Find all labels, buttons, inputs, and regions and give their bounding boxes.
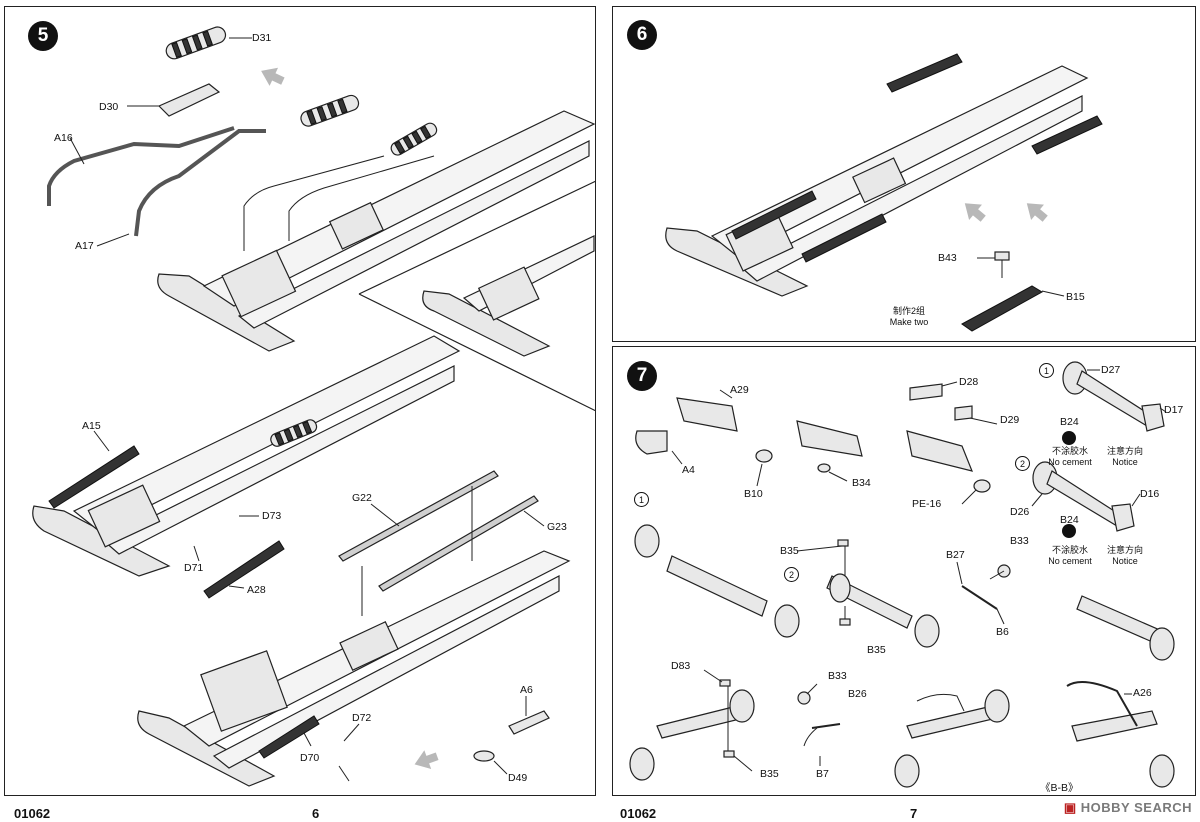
direction-arrow-icon (964, 203, 1048, 222)
note-cn: 不涂胶水 (1051, 446, 1088, 456)
note-en: Make two (889, 317, 929, 327)
instruction-page-left: 5 D31 D30 A16 A17 A15 D73 D71 A28 G22 G2… (4, 6, 596, 821)
part-label: B35 (760, 768, 779, 780)
part-label: D72 (352, 712, 372, 724)
circle-number-icon: 1 (1039, 363, 1054, 378)
make-two-note: 制作2组 Make two (874, 306, 944, 328)
note-cn: 制作2组 (892, 306, 925, 316)
part-label: B35 (780, 545, 799, 557)
part-label: A28 (247, 584, 266, 596)
part-label: B10 (744, 488, 763, 500)
note-cn: 注意方向 (1106, 446, 1143, 456)
part-label: B43 (938, 252, 957, 264)
notice-note: 注意方向 Notice (1100, 545, 1150, 567)
part-label: B33 (828, 670, 847, 682)
chassis-assembly-step6 (665, 53, 1103, 297)
no-cement-note: 不涂胶水 No cement (1040, 446, 1100, 468)
chassis-assembly-middle (32, 335, 461, 599)
part-label: B27 (946, 549, 965, 561)
part-label: D26 (1010, 506, 1030, 518)
part-label: G22 (352, 492, 372, 504)
part-label: D16 (1140, 488, 1160, 500)
step6-7-illustration (629, 53, 1175, 788)
step-badge-icon: 7 (627, 361, 657, 391)
part-label: D49 (508, 772, 528, 784)
note-en: No cement (1048, 556, 1092, 566)
part-label: A29 (730, 384, 749, 396)
step5-illustration (32, 26, 596, 787)
circle-number: 1 (638, 494, 644, 505)
chassis-assembly-bottom (137, 550, 571, 787)
step-number: 5 (37, 25, 49, 46)
part-label: B26 (848, 688, 867, 700)
catalog-code: 01062 (14, 806, 51, 821)
circle-number-icon: 1 (634, 492, 649, 507)
part-label: D27 (1101, 364, 1121, 376)
direction-arrow-icon (261, 67, 439, 770)
part-label: A16 (54, 132, 73, 144)
note-cn: 注意方向 (1106, 545, 1143, 555)
step-badge-icon: 5 (28, 21, 58, 51)
circle-number: 2 (788, 569, 794, 580)
part-label: D31 (252, 32, 272, 44)
part-label: D17 (1164, 404, 1184, 416)
part-label: A6 (520, 684, 533, 696)
part-label: B15 (1066, 291, 1085, 303)
note-en: Notice (1112, 556, 1138, 566)
step6-frame (612, 6, 1196, 342)
note-en: No cement (1048, 457, 1092, 467)
catalog-code: 01062 (620, 806, 657, 821)
instruction-page-right: 6 B43 B15 制作2组 Make two 7 A29 A4 B10 B34… (612, 6, 1196, 821)
note-en: Notice (1112, 457, 1138, 467)
part-label: D83 (671, 660, 691, 672)
part-label: B24 (1060, 416, 1079, 428)
part-label: B24 (1060, 514, 1079, 526)
step-number: 6 (636, 24, 648, 45)
part-label: D30 (99, 101, 119, 113)
step7-frame (612, 346, 1196, 796)
note-cn: 不涂胶水 (1051, 545, 1088, 555)
circle-number-icon: 2 (784, 567, 799, 582)
part-label: B33 (1010, 535, 1029, 547)
part-label: B6 (996, 626, 1009, 638)
section-label: 《B-B》 (1040, 782, 1079, 794)
circle-number: 2 (1019, 458, 1025, 469)
part-d31 (165, 26, 227, 60)
part-label: B7 (816, 768, 829, 780)
part-label: B34 (852, 477, 871, 489)
part-label: PE-16 (912, 498, 942, 510)
part-label: D28 (959, 376, 979, 388)
page-frame (4, 6, 596, 796)
detail-inset (422, 235, 595, 357)
hobby-search-logo-icon: ▣ (1063, 800, 1077, 815)
part-label: A4 (682, 464, 695, 476)
circle-number-icon: 2 (1015, 456, 1030, 471)
watermark-text: HOBBY SEARCH (1080, 800, 1192, 815)
part-label: A15 (82, 420, 101, 432)
part-label: D70 (300, 752, 320, 764)
watermark: ▣ HOBBY SEARCH (1064, 800, 1192, 816)
part-label: D73 (262, 510, 282, 522)
part-label: G23 (547, 521, 567, 533)
circle-number: 1 (1043, 365, 1049, 376)
page-number: 6 (312, 806, 320, 821)
notice-note: 注意方向 Notice (1100, 446, 1150, 468)
step-badge-icon: 6 (627, 20, 657, 50)
part-label: D71 (184, 562, 204, 574)
no-cement-note: 不涂胶水 No cement (1040, 545, 1100, 567)
chassis-assembly-top (157, 110, 596, 352)
part-label: D29 (1000, 414, 1020, 426)
part-label: A17 (75, 240, 94, 252)
part-label: B35 (867, 644, 886, 656)
step-number: 7 (636, 365, 648, 386)
page-number: 7 (910, 806, 918, 821)
no-cement-icon (1062, 431, 1076, 538)
part-label: A26 (1133, 687, 1152, 699)
